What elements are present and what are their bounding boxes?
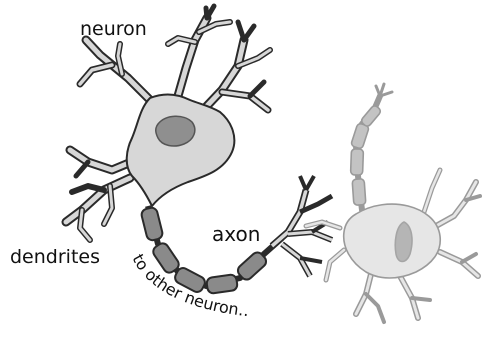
- neuron-label: neuron: [80, 18, 147, 40]
- second-cell-body: [344, 204, 441, 278]
- second-myelin: [351, 104, 382, 205]
- second-neuron: [306, 84, 480, 322]
- main-nucleus: [156, 116, 195, 146]
- main-cell-body: [127, 94, 235, 206]
- second-nucleus: [395, 222, 412, 262]
- axon-terminals: [272, 176, 332, 276]
- axon-label: axon: [212, 222, 260, 246]
- dendrites-label: dendrites: [10, 246, 100, 268]
- main-neuron: [66, 6, 270, 240]
